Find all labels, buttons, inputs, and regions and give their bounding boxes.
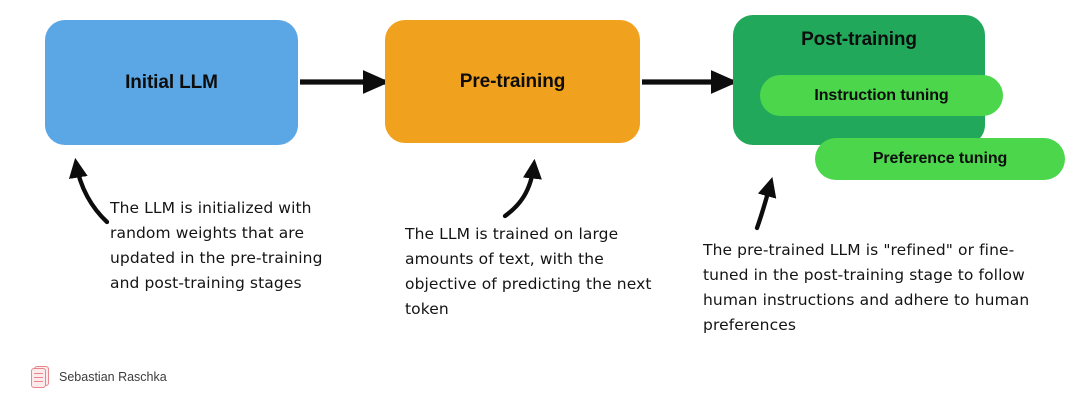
substage-label-preference-tuning: Preference tuning [872,150,1008,167]
stage-label-initial-llm: Initial LLM [125,71,218,93]
book-icon [30,366,50,388]
arrow-note-initial [68,157,110,225]
substage-label-instruction-tuning: Instruction tuning [814,86,949,104]
stage-box-pre-training[interactable]: Pre-training [385,20,640,143]
stage-label-post-training: Post-training [801,29,917,50]
footer-credit: Sebastian Raschka [30,366,167,388]
annotation-note-pre-training: The LLM is trained on large amounts of t… [405,225,652,319]
substage-pill-preference-tuning[interactable]: Preference tuning [815,138,1065,180]
annotation-note-initial-llm: The LLM is initialized with random weigh… [110,199,323,293]
arrow-note-pretraining [502,158,542,219]
annotation-note-post-training: The pre-trained LLM is "refined" or fine… [703,241,1030,335]
arrow-note-posttraining [754,177,777,231]
substage-pill-instruction-tuning[interactable]: Instruction tuning [760,75,1003,116]
stage-label-pre-training: Pre-training [459,70,566,92]
footer-author-name: Sebastian Raschka [59,370,167,384]
stage-box-initial-llm[interactable]: Initial LLM [45,20,298,145]
